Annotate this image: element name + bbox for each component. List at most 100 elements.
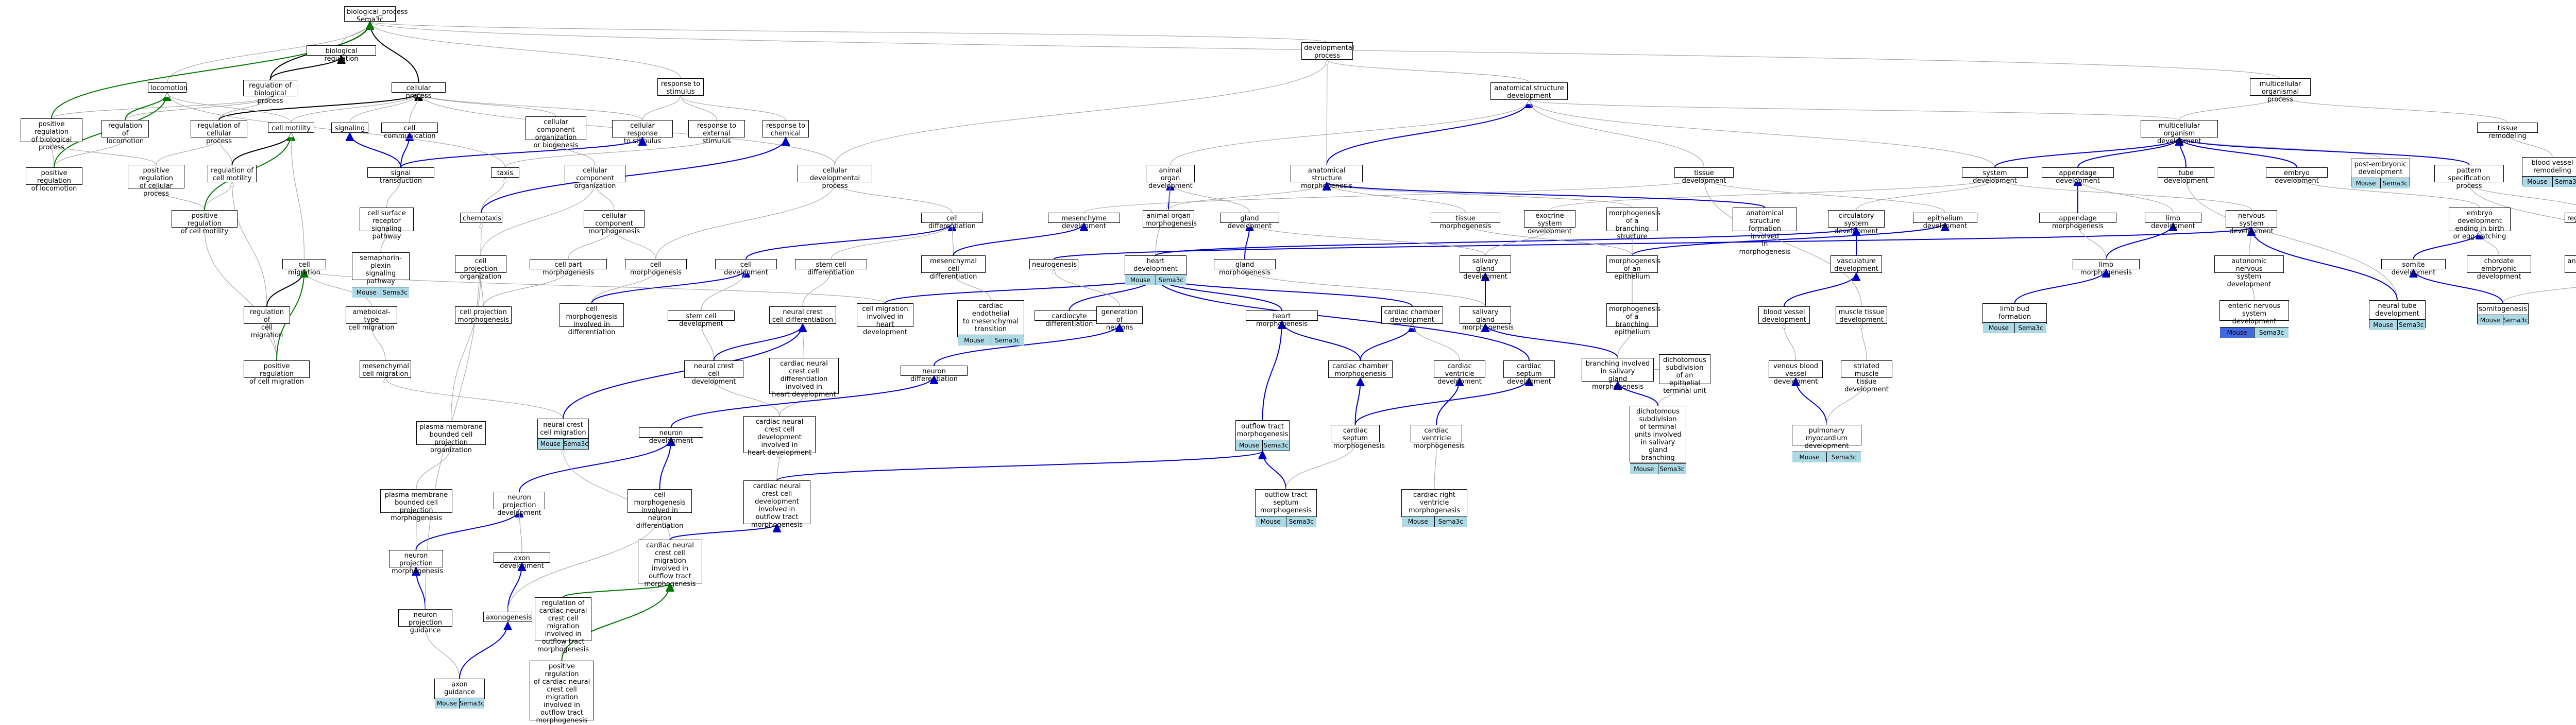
mouse-tag[interactable]: Mouse: [1256, 516, 1286, 527]
go-term-node[interactable]: cell morphogenesis involved in neuron di…: [628, 489, 692, 530]
go-term-node[interactable]: chemotaxis: [460, 213, 502, 223]
go-term-node[interactable]: cell motility: [268, 123, 314, 133]
go-term-node[interactable]: cell projection morphogenesis: [455, 306, 512, 324]
sema3c-tag[interactable]: Sema3c: [990, 335, 1024, 346]
go-term-node[interactable]: multicellular organism development: [2141, 120, 2218, 145]
mouse-tag[interactable]: Mouse: [1983, 323, 2014, 333]
sema3c-tag[interactable]: Sema3c: [1826, 452, 1861, 462]
sema3c-tag[interactable]: Sema3c: [1155, 275, 1186, 285]
go-term-node[interactable]: neural crest cell development: [684, 360, 743, 386]
mouse-tag[interactable]: Mouse: [2478, 315, 2503, 325]
go-term-node[interactable]: positive regulation of cell motility: [172, 210, 238, 235]
sema3c-tag[interactable]: Sema3c: [2380, 178, 2410, 188]
go-term-node[interactable]: chordate embryonic development: [2467, 255, 2531, 281]
sema3c-tag[interactable]: Sema3c: [1434, 516, 1467, 527]
go-term-node[interactable]: anatomical structure formation involved …: [1733, 208, 1797, 256]
go-term-node[interactable]: positive regulation of locomotion: [26, 167, 82, 193]
go-term-node[interactable]: neuron projection development: [494, 492, 545, 517]
go-term-node[interactable]: blood vessel remodelingMouseSema3c: [2522, 157, 2576, 187]
sema3c-tag[interactable]: Sema3c: [1262, 440, 1289, 451]
go-term-node[interactable]: mesenchymal cell migration: [360, 360, 411, 378]
mouse-tag[interactable]: Mouse: [2220, 327, 2254, 338]
go-term-node[interactable]: appendage development: [2042, 167, 2114, 185]
go-term-node[interactable]: cell surface receptor signaling pathway: [360, 208, 414, 240]
go-term-node[interactable]: blood vessel development: [1758, 306, 1810, 324]
sema3c-tag[interactable]: Sema3c: [380, 287, 409, 298]
go-term-node[interactable]: axon development: [494, 553, 550, 570]
go-term-node[interactable]: vasculature development: [1831, 255, 1882, 273]
go-term-node[interactable]: mesenchymal cell differentiation: [921, 255, 986, 281]
go-term-node[interactable]: muscle tissue development: [1836, 306, 1887, 324]
go-term-node[interactable]: developmental process: [1301, 42, 1354, 60]
go-term-node[interactable]: animal organ morphogenesis: [1143, 210, 1197, 228]
go-term-node[interactable]: cardiac neural crest cell differentiatio…: [769, 358, 839, 399]
go-term-node[interactable]: dichotomous subdivision of terminal unit…: [1630, 406, 1686, 474]
go-term-node[interactable]: positive regulation of biological proces…: [21, 118, 82, 151]
mouse-tag[interactable]: Mouse: [2369, 320, 2397, 330]
go-term-node[interactable]: positive regulation of cardiac neural cr…: [530, 661, 594, 724]
go-term-node[interactable]: multicellular organismal process: [2250, 78, 2311, 103]
go-term-node[interactable]: somite development: [2381, 259, 2446, 277]
sema3c-tag[interactable]: Sema3c: [2014, 323, 2046, 333]
go-term-node[interactable]: generation of neurons: [1096, 306, 1143, 332]
go-term-node[interactable]: stem cell development: [668, 310, 735, 328]
go-term-node[interactable]: cell morphogenesis involved in different…: [560, 303, 624, 336]
go-term-node[interactable]: salivary gland morphogenesis: [1460, 306, 1514, 332]
sema3c-tag[interactable]: Sema3c: [459, 698, 484, 709]
go-term-node[interactable]: cellular response to stimulus: [612, 120, 673, 145]
go-term-node[interactable]: limb morphogenesis: [2073, 259, 2140, 277]
mouse-tag[interactable]: Mouse: [1402, 516, 1434, 527]
go-term-node[interactable]: regulation of cardiac neural crest cell …: [535, 597, 591, 653]
go-term-node[interactable]: heart morphogenesis: [1246, 310, 1318, 328]
go-term-node[interactable]: cellular component organization: [565, 165, 625, 190]
go-term-node[interactable]: salivary gland development: [1460, 255, 1511, 281]
go-term-node[interactable]: neuron development: [639, 427, 703, 445]
go-term-node[interactable]: neural crest cell differentiation: [769, 306, 836, 324]
mouse-tag[interactable]: Mouse: [2522, 177, 2552, 187]
go-term-node[interactable]: cardiocyte differentiation: [1035, 310, 1104, 328]
go-term-node[interactable]: signaling: [331, 123, 368, 133]
go-term-node[interactable]: animal organ development: [1146, 165, 1195, 190]
sema3c-tag[interactable]: Sema3c: [1285, 516, 1316, 527]
go-term-node[interactable]: cell communication: [381, 123, 438, 140]
sema3c-tag[interactable]: Sema3c: [2397, 320, 2425, 330]
go-term-node[interactable]: axonogenesis: [483, 612, 532, 622]
go-term-node[interactable]: cellular component morphogenesis: [584, 210, 645, 235]
go-term-node[interactable]: biological regulation: [307, 45, 376, 63]
go-term-node[interactable]: morphogenesis of a branching epithelium: [1606, 303, 1660, 336]
go-term-node[interactable]: pattern specification process: [2434, 165, 2504, 190]
go-term-node[interactable]: cardiac neural crest cell development in…: [743, 416, 816, 457]
go-term-node[interactable]: cardiac ventricle morphogenesis: [1411, 425, 1465, 450]
go-term-node[interactable]: anatomical structure development: [1490, 82, 1568, 100]
go-term-node[interactable]: cardiac neural crest cell migration invo…: [638, 540, 702, 588]
go-term-node[interactable]: cell part morphogenesis: [530, 259, 607, 277]
go-term-node[interactable]: plasma membrane bounded cell projection …: [416, 421, 486, 454]
go-term-node[interactable]: locomotion: [148, 82, 188, 93]
mouse-tag[interactable]: Mouse: [2351, 178, 2380, 188]
sema3c-tag[interactable]: Sema3c: [2552, 177, 2576, 187]
go-term-node[interactable]: tissue development: [1674, 167, 1734, 185]
go-term-node[interactable]: neuron differentiation: [901, 366, 968, 383]
go-term-node[interactable]: signal transduction: [367, 167, 434, 185]
go-term-node[interactable]: embryo development: [2266, 167, 2328, 185]
go-term-node[interactable]: cell differentiation: [921, 213, 983, 230]
go-term-node[interactable]: tissue morphogenesis: [1431, 213, 1500, 230]
go-term-node[interactable]: regulation of cell motility: [208, 165, 257, 182]
go-term-node[interactable]: cardiac neural crest cell development in…: [743, 480, 810, 529]
go-term-node[interactable]: stem cell differentiation: [795, 259, 867, 277]
go-term-node[interactable]: neuron projection morphogenesis: [389, 550, 443, 575]
go-term-node[interactable]: regulation of locomotion: [101, 120, 149, 145]
go-term-node[interactable]: system development: [1962, 167, 2028, 185]
go-term-node[interactable]: cardiac ventricle development: [1434, 360, 1485, 386]
go-term-node[interactable]: regulation of cellular process: [191, 120, 247, 145]
go-term-node[interactable]: cellular component organization or bioge…: [526, 116, 586, 149]
go-term-node[interactable]: cell projection organization: [455, 255, 506, 281]
go-term-node[interactable]: tube development: [2158, 167, 2214, 185]
go-term-node[interactable]: cellular process: [392, 82, 446, 100]
go-term-node[interactable]: neurogenesis: [1029, 259, 1078, 269]
